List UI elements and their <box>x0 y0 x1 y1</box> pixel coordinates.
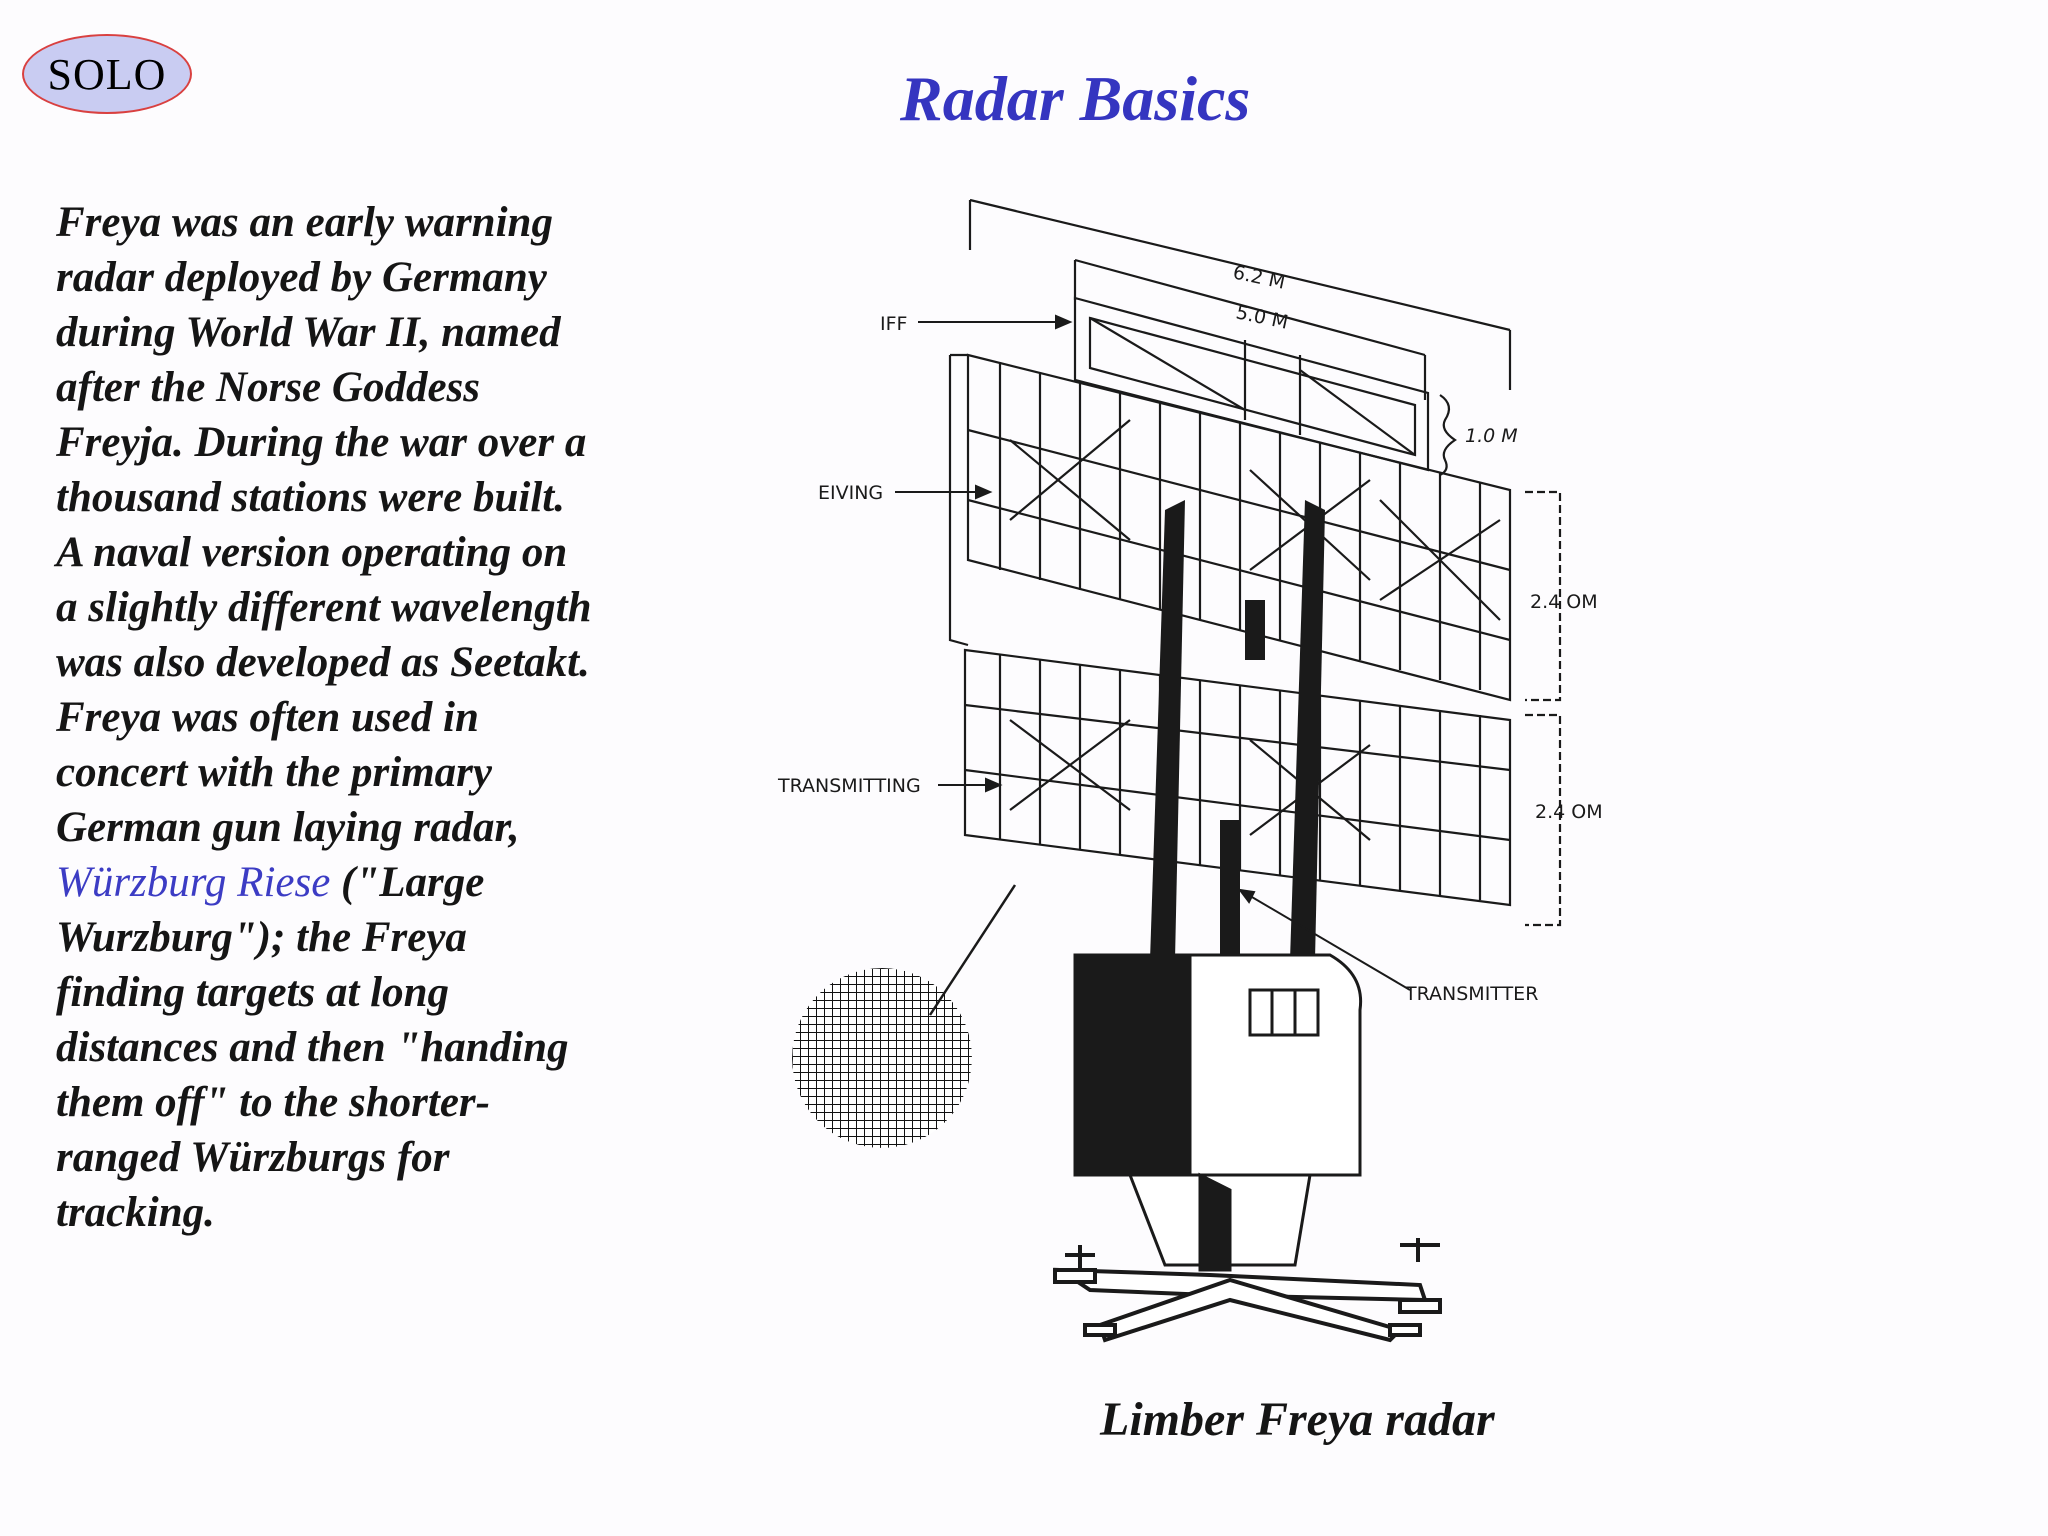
transmitting-label: TRANSMITTING <box>777 775 921 797</box>
transmitter-label: TRANSMITTER <box>1404 983 1538 1005</box>
logo-text: SOLO <box>47 49 167 99</box>
figure-caption: Limber Freya radar <box>1100 1393 1495 1446</box>
wurzburg-riese-link[interactable]: Würzburg Riese <box>56 859 331 906</box>
body-line: them off" to the shorter- <box>56 1079 490 1126</box>
body-line: finding targets at long <box>56 969 450 1016</box>
body-line: Freya was an early warning <box>56 199 553 246</box>
freya-radar-diagram: 6.2 M 5.0 M 1.0 M IFF EIVING TRANSMITTIN… <box>777 198 1603 1343</box>
body-line: ranged Würzburgs for <box>56 1134 450 1181</box>
body-line: Freya was often used in <box>56 694 479 741</box>
body-line-after-link: ("Large <box>330 859 485 906</box>
body-paragraph: Freya was an early warning radar deploye… <box>56 195 656 1240</box>
body-line: Wurzburg"); the Freya <box>56 914 467 961</box>
dim-lower-label: 2.4 OM <box>1535 801 1603 823</box>
body-line: A naval version operating on <box>56 529 568 576</box>
body-line: thousand stations were built. <box>56 474 565 521</box>
body-line: after the Norse Goddess <box>56 364 480 411</box>
body-line: concert with the primary <box>56 749 492 796</box>
body-line: German gun laying radar, <box>56 804 520 851</box>
body-line: was also developed as Seetakt. <box>56 639 590 686</box>
page-title: Radar Basics <box>900 63 1251 134</box>
body-line: Freyja. During the war over a <box>56 419 587 466</box>
dim-upper-label: 2.4 OM <box>1530 591 1598 613</box>
iff-label: IFF <box>880 313 907 335</box>
body-line: radar deployed by Germany <box>56 254 547 301</box>
body-line: distances and then "handing <box>56 1024 569 1071</box>
body-line: tracking. <box>56 1189 215 1236</box>
dim-inner-label: 5.0 M <box>1234 301 1290 333</box>
body-line: a slightly different wavelength <box>56 584 592 631</box>
dim-iff-label: 1.0 M <box>1465 425 1518 447</box>
body-line: during World War II, named <box>56 309 561 356</box>
solo-logo: SOLO <box>22 34 192 114</box>
receiving-label: EIVING <box>818 482 883 504</box>
dim-overall-label: 6.2 M <box>1231 261 1287 293</box>
body-line-with-link: Würzburg Riese ("Large <box>56 855 656 910</box>
